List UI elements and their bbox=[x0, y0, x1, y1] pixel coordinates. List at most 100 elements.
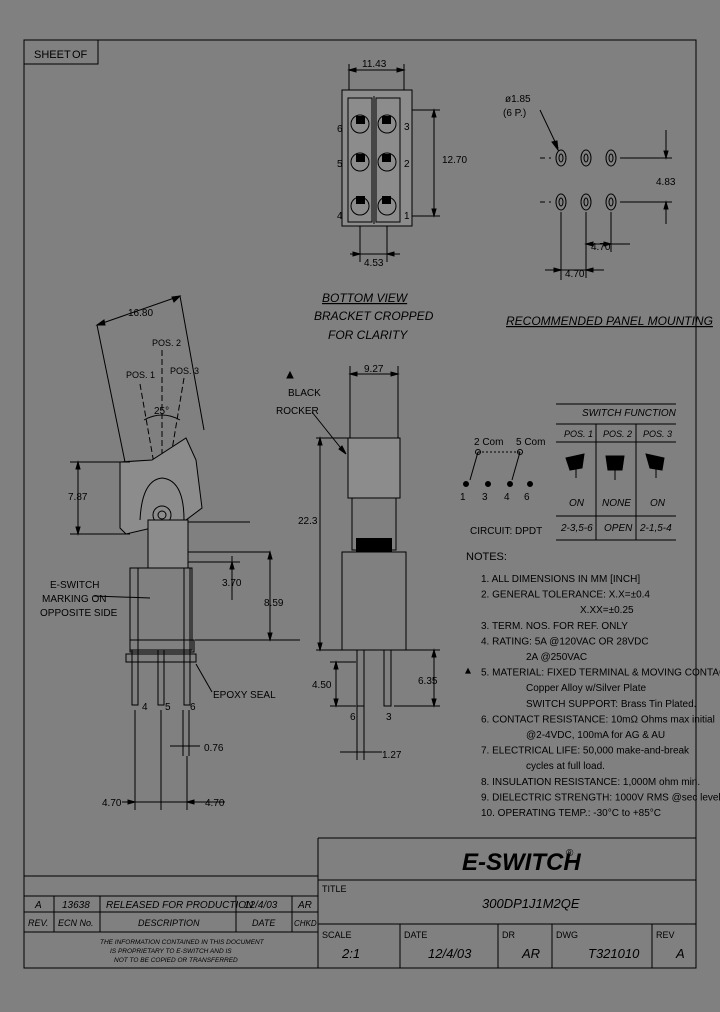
sf-state-pos1: ON bbox=[569, 498, 585, 509]
bottom-pin-2: 2 bbox=[404, 159, 410, 170]
company-logo: E-SWITCH bbox=[462, 849, 581, 876]
front-pin-body-dim: 4.50 bbox=[312, 680, 332, 691]
rocker-height-dim: 7.87 bbox=[68, 492, 88, 503]
panel-pitch-bottom-dim: 4.70 bbox=[565, 269, 585, 280]
rev-row-desc: RELEASED FOR PRODUCTION bbox=[106, 900, 254, 911]
proprietary-line-3: NOT TO BE COPIED OR TRANSFERRED bbox=[114, 957, 238, 964]
side-pin-6: 6 bbox=[190, 702, 196, 713]
dwg-label: DWG bbox=[556, 930, 578, 940]
bottom-caption-1: BOTTOM VIEW bbox=[322, 291, 409, 305]
marking-label-3: OPPOSITE SIDE bbox=[40, 608, 118, 619]
bottom-pin-4: 4 bbox=[337, 211, 343, 222]
panel-caption: RECOMMENDED PANEL MOUNTING bbox=[506, 314, 713, 328]
front-width-dim: 9.27 bbox=[364, 364, 384, 375]
notes-lines: 1. ALL DIMENSIONS IN MM [INCH] 2. GENERAL… bbox=[465, 574, 720, 819]
rev-row-rev: A bbox=[34, 900, 42, 911]
note-line: @2-4VDC, 100mA for AG & AU bbox=[526, 730, 665, 741]
circuit-label: CIRCUIT: DPDT bbox=[470, 526, 542, 537]
pitch-right-dim: 4.70 bbox=[205, 798, 225, 809]
panel-hole-count: (6 P.) bbox=[503, 108, 526, 119]
flag-triangle-icon bbox=[465, 667, 471, 674]
rev-row-ecn: 13638 bbox=[62, 900, 90, 911]
note-line: X.XX=±0.25 bbox=[580, 605, 634, 616]
switch-function-title: SWITCH FUNCTION bbox=[582, 408, 677, 419]
rev-row-by: AR bbox=[297, 900, 312, 911]
date-value: 12/4/03 bbox=[428, 946, 472, 961]
rev-row-date: 12/4/03 bbox=[244, 900, 278, 911]
bottom-view: 11.43 6 5 4 3 2 1 12.70 bbox=[314, 59, 467, 342]
rev-header-date: DATE bbox=[252, 918, 276, 928]
marking-label-2: MARKING ON bbox=[42, 594, 106, 605]
bottom-width-dim: 11.43 bbox=[362, 59, 387, 70]
side-pin-4: 4 bbox=[142, 702, 148, 713]
side-view: 16.80 POS. 2 POS. 1 POS. 3 25° 7.87 3.70 bbox=[40, 295, 300, 810]
pin-width-dim: 0.76 bbox=[204, 743, 224, 754]
rev-header-by: CHKD bbox=[294, 919, 317, 928]
sf-header-pos1: POS. 1 bbox=[564, 429, 593, 439]
note-line: 4. RATING: 5A @120VAC OR 28VDC bbox=[481, 636, 649, 647]
note-line: 9. DIELECTRIC STRENGTH: 1000V RMS @sec l… bbox=[481, 792, 720, 803]
com-right-label: 5 Com bbox=[516, 437, 545, 448]
com-left-label: 2 Com bbox=[474, 437, 503, 448]
terminal-6: 6 bbox=[524, 492, 530, 503]
note-line: 2. GENERAL TOLERANCE: X.X=±0.4 bbox=[481, 590, 650, 601]
sf-header-pos2: POS. 2 bbox=[603, 429, 632, 439]
pos-1-label: POS. 1 bbox=[126, 370, 155, 380]
note-line: 1. ALL DIMENSIONS IN MM [INCH] bbox=[481, 574, 640, 585]
sf-state-pos3: ON bbox=[650, 498, 666, 509]
note-line: 7. ELECTRICAL LIFE: 50,000 make-and-brea… bbox=[481, 746, 690, 757]
note-line: Copper Alloy w/Silver Plate bbox=[526, 683, 646, 694]
proprietary-line-1: THE INFORMATION CONTAINED IN THIS DOCUME… bbox=[100, 939, 265, 946]
front-pin-pitch-dim: 1.27 bbox=[382, 750, 402, 761]
flag-triangle-1 bbox=[286, 370, 294, 379]
note-line: 6. CONTACT RESISTANCE: 10mΩ Ohms max ini… bbox=[481, 714, 715, 725]
rev-header-desc: DESCRIPTION bbox=[138, 918, 200, 928]
bottom-height-dim: 12.70 bbox=[442, 155, 467, 166]
sf-header-pos3: POS. 3 bbox=[643, 429, 672, 439]
terminal-3: 3 bbox=[482, 492, 488, 503]
sheet-label: SHEET bbox=[34, 49, 71, 61]
panel-mounting: ø1.85 (6 P.) 4.83 4.70 4.70 bbox=[503, 94, 713, 328]
dwg-value: T321010 bbox=[588, 946, 640, 961]
side-pin-5: 5 bbox=[165, 702, 171, 713]
sf-rocker-pos1-icon bbox=[565, 453, 585, 478]
front-pin-length-dim: 6.35 bbox=[418, 676, 438, 687]
bottom-caption-2: BRACKET CROPPED bbox=[314, 309, 434, 323]
terminal-1: 1 bbox=[460, 492, 466, 503]
dr-value: AR bbox=[521, 946, 540, 961]
scale-value: 2:1 bbox=[341, 946, 360, 961]
bottom-pin-5: 5 bbox=[337, 159, 343, 170]
side-terminals bbox=[125, 567, 197, 706]
sf-state-pos2: NONE bbox=[602, 498, 631, 509]
rev-header-rev: REV. bbox=[28, 918, 48, 928]
dr-label: DR bbox=[502, 930, 515, 940]
sheet-of-label: OF bbox=[72, 49, 88, 61]
panel-holes bbox=[555, 149, 617, 211]
sheet-box bbox=[23, 39, 99, 65]
proprietary-line-2: IS PROPRIETARY TO E-SWITCH AND IS bbox=[110, 948, 232, 955]
sf-conn-pos1: 2-3,5-6 bbox=[560, 523, 593, 534]
bottom-pin-1: 1 bbox=[404, 211, 410, 222]
pitch-left-dim: 4.70 bbox=[102, 798, 122, 809]
side-body bbox=[147, 519, 189, 569]
sheet-border bbox=[23, 39, 697, 969]
rocker-angle-dim: 25° bbox=[154, 406, 169, 417]
front-view: BLACK ROCKER 9.27 22.3 6.35 4.50 6 bbox=[276, 364, 440, 761]
panel-vertical-dim: 4.83 bbox=[656, 177, 676, 188]
scale-label: SCALE bbox=[322, 930, 352, 940]
front-pin-6: 6 bbox=[350, 712, 356, 723]
bottom-pin-3: 3 bbox=[404, 122, 410, 133]
notes: NOTES: 1. ALL DIMENSIONS IN MM [INCH]2. … bbox=[465, 551, 720, 819]
rocker-span-dim: 16.80 bbox=[128, 308, 153, 319]
pos-3-label: POS. 3 bbox=[170, 366, 199, 376]
date-label: DATE bbox=[404, 930, 427, 940]
switch-function-table: SWITCH FUNCTION POS. 1 POS. 2 POS. 3 ON … bbox=[556, 403, 677, 541]
note-line: cycles at full load. bbox=[526, 761, 605, 772]
epoxy-seal-label: EPOXY SEAL bbox=[213, 690, 276, 701]
bottom-pin-span-dim: 4.53 bbox=[364, 258, 384, 269]
sf-rocker-pos2-icon bbox=[605, 455, 625, 480]
note-line: SWITCH SUPPORT: Brass Tin Plated. bbox=[526, 699, 696, 710]
panel-pitch-top-dim: 4.70 bbox=[591, 242, 611, 253]
panel-hole-dia: ø1.85 bbox=[505, 94, 531, 105]
front-body bbox=[341, 551, 407, 651]
